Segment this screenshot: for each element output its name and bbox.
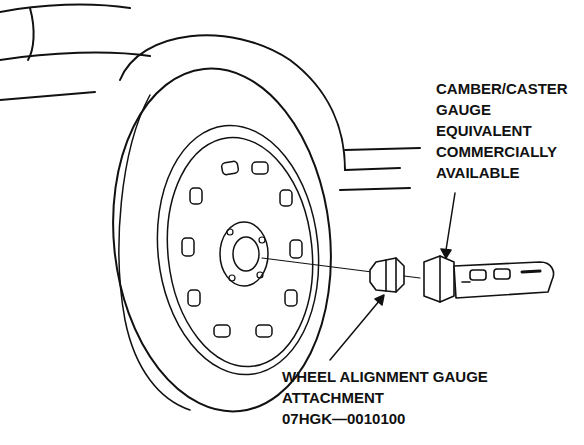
tire — [97, 58, 348, 423]
wheel-hub — [220, 222, 268, 286]
part-name: WHEEL ALIGNMENT GAUGE ATTACHMENT — [282, 366, 572, 408]
wheel-holes — [182, 161, 302, 337]
part-number: 07HGK—0010100 — [282, 408, 405, 429]
leader-line — [330, 193, 455, 360]
camber-caster-gauge — [424, 256, 554, 302]
part-name: CAMBER/CASTER GAUGE EQUIVALENT COMMERCIA… — [436, 78, 568, 183]
gauge-attachment — [370, 258, 404, 292]
axis-line — [262, 258, 372, 272]
